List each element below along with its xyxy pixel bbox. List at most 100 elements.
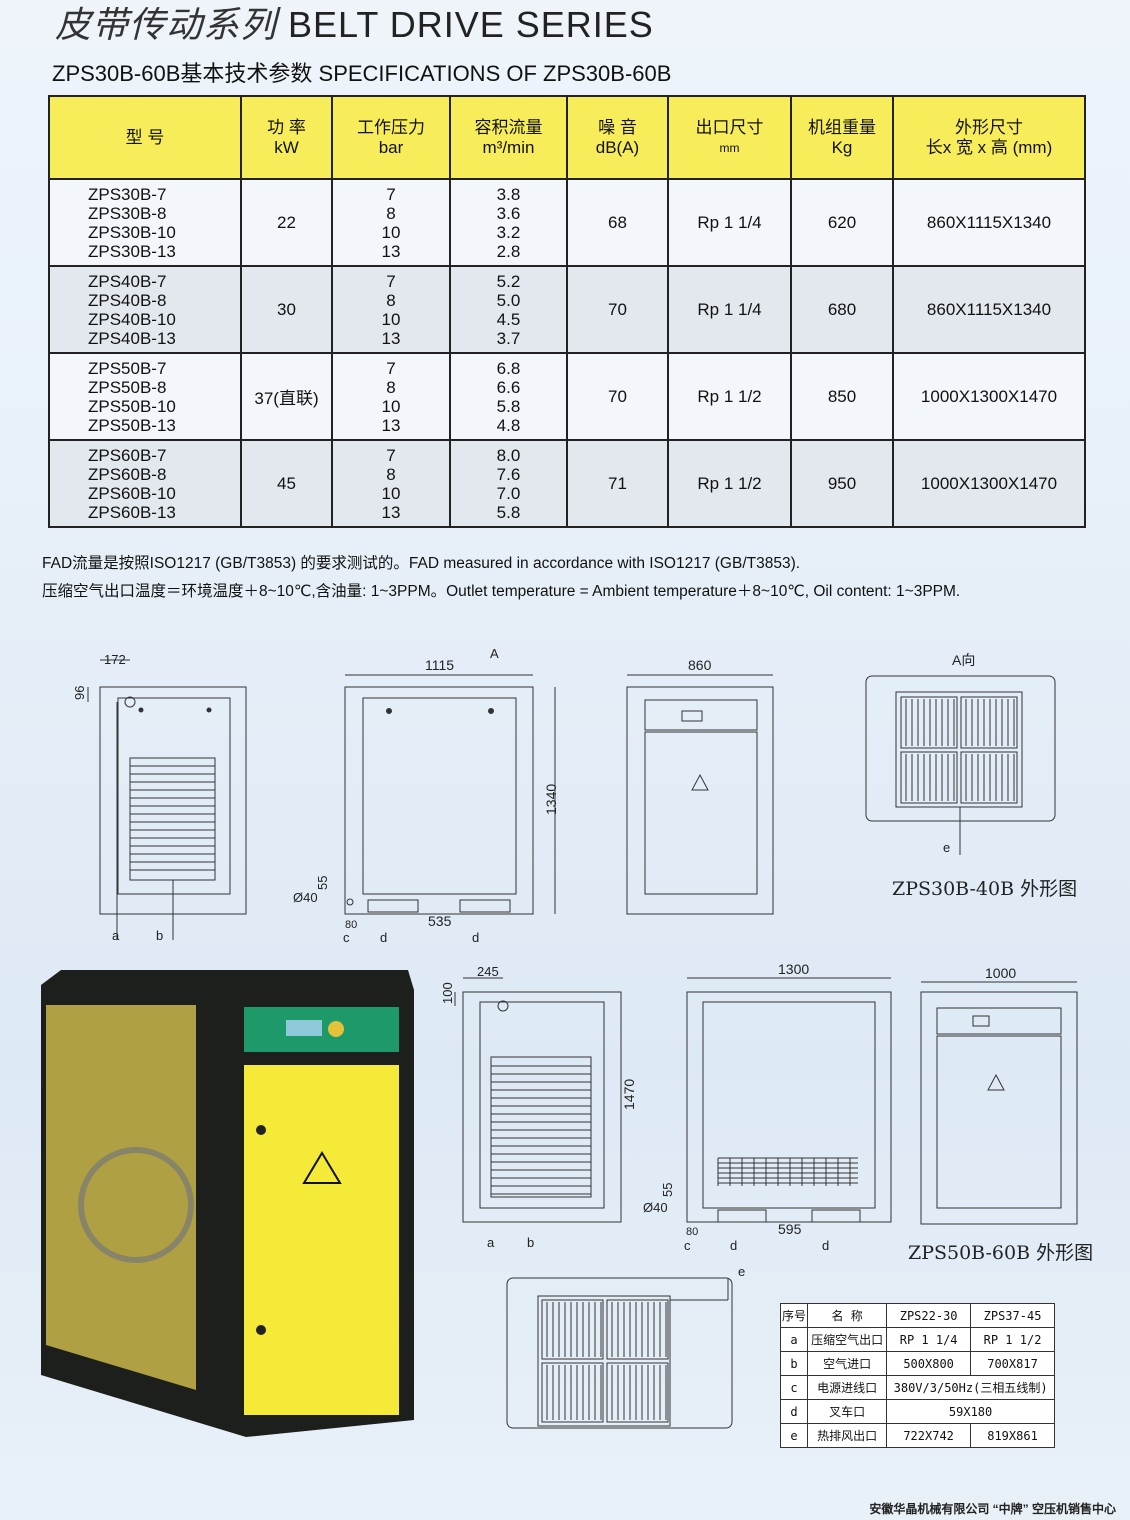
header-text: 外形尺寸 — [955, 117, 1023, 137]
dim-1340: 1340 — [543, 784, 559, 815]
pressure-value: 10 — [381, 222, 401, 242]
models-value: ZPS40B-8 — [88, 290, 167, 310]
cell-weight: 950 — [790, 439, 894, 528]
label-c: c — [343, 930, 350, 945]
flow-value: 7.6 — [496, 464, 521, 484]
back-view-drawing: 1115 A 1340 55 Ø40 80 535 c d d — [293, 646, 559, 945]
models-value: ZPS30B-8 — [88, 203, 167, 223]
note-fad: FAD流量是按照ISO1217 (GB/T3853) 的要求测试的。FAD me… — [42, 555, 801, 572]
pressure-value: 8 — [386, 290, 396, 310]
dim-1115: 1115 — [425, 657, 454, 673]
models-value: ZPS30B-10 — [88, 222, 176, 242]
cell: c — [779, 1375, 809, 1400]
cell: 序号 — [779, 1303, 809, 1328]
view-a-label: A向 — [952, 652, 975, 668]
label-a: a — [112, 928, 120, 943]
flow-value: 5.8 — [496, 396, 521, 416]
cell: 59X180 — [886, 1399, 1055, 1424]
cell: b — [779, 1351, 809, 1376]
flow-value: 4.8 — [496, 415, 521, 435]
page-title: 皮带传动系列 BELT DRIVE SERIES — [55, 0, 654, 48]
page-subtitle: ZPS30B-60B基本技术参数 SPECIFICATIONS OF ZPS30… — [52, 61, 672, 86]
label-b: b — [156, 928, 163, 943]
top-view-drawing-large: e — [506, 1264, 745, 1429]
dim-1000: 1000 — [985, 965, 1016, 981]
cell-power: 22 — [240, 178, 333, 267]
cell: 500X800 — [886, 1351, 972, 1376]
label-b-large: b — [527, 1235, 534, 1250]
caption-zps30b-40b: ZPS30B-40B 外形图 — [892, 878, 1078, 900]
header-text: Kg — [831, 137, 853, 157]
pressure-value: 13 — [381, 328, 401, 348]
label-d-large: d — [730, 1238, 737, 1253]
flow-value: 8.0 — [496, 445, 521, 465]
flow-value: 3.6 — [496, 203, 521, 223]
cell-outlet: Rp 1 1/2 — [667, 352, 792, 441]
side-view-drawing-large: 245 100 a b — [440, 964, 622, 1250]
flow-value: 6.6 — [496, 377, 521, 397]
models-value: ZPS40B-13 — [88, 328, 176, 348]
footer-company: 安徽华晶机械有限公司 “中牌” 空压机销售中心 — [869, 1502, 1116, 1516]
cell: 电源进线口 — [807, 1375, 888, 1400]
models-value: ZPS40B-7 — [88, 271, 167, 291]
dim-245: 245 — [477, 964, 499, 979]
header-text: 型 号 — [125, 127, 165, 147]
note-outlet-temp: 压缩空气出口温度＝环境温度＋8~10℃,含油量: 1~3PPM。Outlet t… — [42, 583, 961, 600]
cell-noise: 70 — [566, 265, 669, 354]
header-text: dB(A) — [595, 137, 640, 157]
models-value: ZPS30B-13 — [88, 241, 176, 261]
header-text: 工作压力 — [357, 117, 425, 137]
cell: 380V/3/50Hz(三相五线制) — [886, 1375, 1055, 1400]
cell: d — [779, 1399, 809, 1424]
header-text: m³/min — [482, 137, 535, 157]
label-c-large: c — [684, 1238, 691, 1253]
cell-outlet: Rp 1 1/4 — [667, 178, 792, 267]
models-value: ZPS50B-8 — [88, 377, 167, 397]
models-value: ZPS50B-13 — [88, 415, 176, 435]
title-cn: 皮带传动系列 — [55, 5, 278, 46]
flow-value: 7.0 — [496, 483, 521, 503]
compressor-photo — [41, 970, 414, 1437]
dim-1300: 1300 — [778, 961, 809, 977]
pressure-value: 10 — [381, 309, 401, 329]
header-text: 长x 宽 x 高 (mm) — [925, 137, 1053, 157]
flow-value: 5.0 — [496, 290, 521, 310]
dim-172: 172 — [104, 652, 126, 667]
cell-noise: 71 — [566, 439, 669, 528]
cell: 空气进口 — [807, 1351, 888, 1376]
cell: 700X817 — [970, 1351, 1055, 1376]
models-value: ZPS50B-7 — [88, 358, 167, 378]
grille-icon — [541, 1299, 669, 1423]
cell-weight: 620 — [790, 178, 894, 267]
dim-1470: 1470 — [621, 1079, 637, 1110]
cell: a — [779, 1327, 809, 1352]
caption-zps50b-60b: ZPS50B-60B 外形图 — [908, 1242, 1094, 1264]
cell-dims: 860X1115X1340 — [892, 265, 1086, 354]
header-text: mm — [719, 140, 740, 155]
cell: ZPS37-45 — [970, 1303, 1055, 1328]
dim-80: 80 — [345, 919, 357, 931]
header-text: 机组重量 — [808, 117, 876, 137]
cell: ZPS22-30 — [886, 1303, 972, 1328]
header-text: kW — [274, 137, 299, 157]
column-header: 外形尺寸长x 宽 x 高 (mm) — [892, 95, 1086, 180]
back-view-drawing-large: 1300 1470 55 Ø40 80 595 c d d — [621, 961, 892, 1253]
models-value: ZPS60B-8 — [88, 464, 167, 484]
pressure-value: 10 — [381, 396, 401, 416]
dim-55: 55 — [315, 876, 330, 890]
pressure-value: 13 — [381, 241, 401, 261]
header-text: bar — [378, 137, 404, 157]
models-value: ZPS30B-7 — [88, 184, 167, 204]
